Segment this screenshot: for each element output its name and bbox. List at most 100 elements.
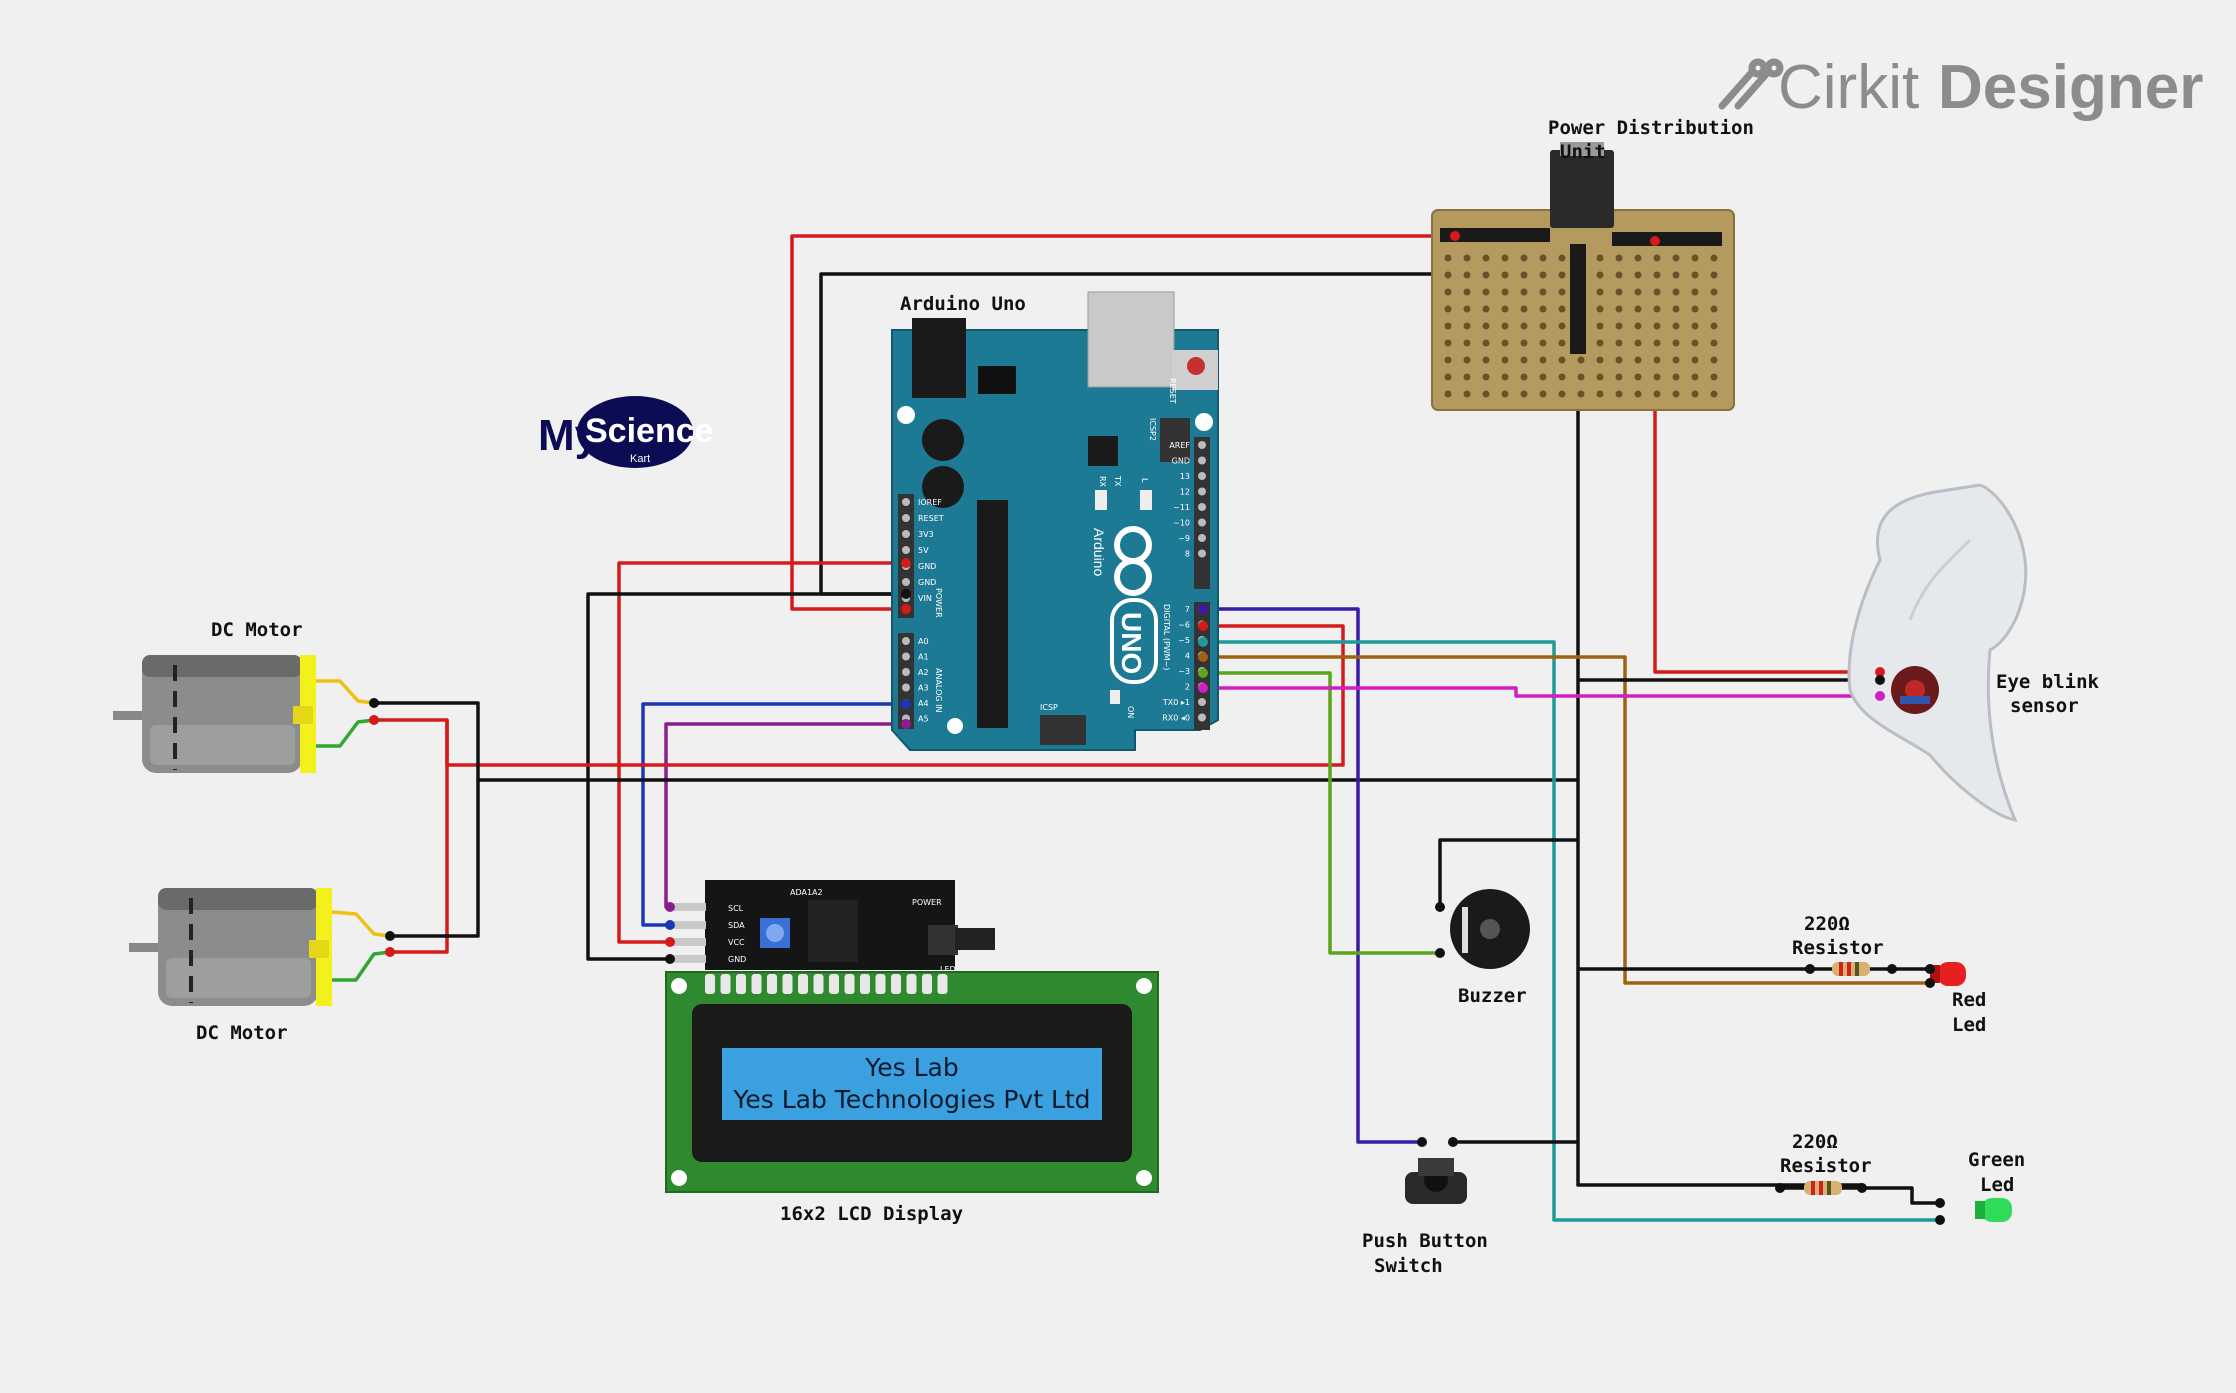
i2c-pins	[674, 903, 706, 963]
logo-text-science: Science	[585, 412, 714, 450]
digital-top-labels-3: 12	[1180, 488, 1190, 497]
analog-pin-labels-0: A0	[918, 637, 929, 646]
on-text: ON	[1126, 706, 1135, 718]
wire-motor-red-link	[390, 720, 449, 954]
eye-blink-sensor[interactable]	[1847, 483, 2028, 823]
dc-motor-top[interactable]	[113, 655, 375, 773]
power-pin-labels-0: IOREF	[918, 498, 942, 507]
junction-30	[1925, 964, 1935, 974]
wire-pin3-buzzer	[1200, 671, 1440, 955]
junction-24	[1435, 902, 1445, 912]
wire-motor-gnd-link	[390, 780, 480, 938]
power-pin-labels-3: 5V	[918, 546, 929, 555]
junction-13	[1198, 604, 1208, 614]
wire-pin4-red-led	[1200, 655, 1930, 985]
label-resistor-green: Resistor	[1780, 1155, 1872, 1177]
label-buzzer: Buzzer	[1458, 985, 1527, 1007]
wire-5v-to-lcd	[617, 561, 906, 944]
header-strip-vertical	[1570, 244, 1586, 354]
junction-15	[1198, 637, 1208, 647]
junction-5	[901, 589, 911, 599]
dc-motor-bottom[interactable]	[129, 888, 391, 1006]
resistor-green-led[interactable]	[1804, 1181, 1842, 1195]
digital-top-labels-2: 13	[1180, 472, 1190, 481]
label-power-distribution: Power Distribution	[1548, 117, 1754, 139]
junction-4	[901, 558, 911, 568]
i2c-led-text: LED	[940, 965, 956, 974]
push-button-switch[interactable]	[1405, 1158, 1467, 1204]
digital-bottom-labels-3: 4	[1185, 652, 1190, 661]
junction-27	[1448, 1137, 1458, 1147]
lcd-display[interactable]: Yes Lab Yes Lab Technologies Pvt Ltd	[665, 971, 1159, 1193]
buzzer[interactable]	[1450, 889, 1530, 969]
digital-top-labels-0: AREF	[1169, 441, 1190, 450]
green-led[interactable]	[1975, 1198, 2012, 1222]
i2c-pin-scl: SCL	[728, 904, 744, 913]
dc-jack	[912, 318, 966, 398]
junction-29	[1887, 964, 1897, 974]
junction-0	[369, 698, 379, 708]
digital-bottom-labels-1: ~6	[1178, 621, 1190, 630]
junction-25	[1435, 948, 1445, 958]
label-green-led-2: Led	[1980, 1174, 2014, 1196]
junction-8	[901, 719, 911, 729]
label-resistor-red: Resistor	[1792, 937, 1884, 959]
wire-pin6-motor	[374, 624, 1345, 767]
label-resistor-red-value: 220Ω	[1804, 913, 1850, 935]
wire-junctions	[369, 231, 1945, 1225]
junction-35	[1935, 1215, 1945, 1225]
voltage-regulator	[1550, 150, 1614, 228]
logo-word-cirkit: Cirkit	[1778, 53, 1919, 122]
label-dc-motor-bottom: DC Motor	[196, 1022, 288, 1044]
junction-9	[665, 902, 675, 912]
wire-gnd-buzzer	[1438, 838, 1578, 907]
reset-text: RESET	[1168, 378, 1177, 404]
resistor-red-led[interactable]	[1832, 962, 1870, 976]
tx-text: TX	[1113, 475, 1122, 487]
junction-32	[1775, 1183, 1785, 1193]
junction-34	[1935, 1198, 1945, 1208]
label-eye-blink: Eye blink	[1996, 671, 2100, 693]
digital-bottom-labels-5: 2	[1185, 683, 1190, 692]
junction-26	[1417, 1137, 1427, 1147]
junction-16	[1198, 652, 1208, 662]
reset-button[interactable]	[1187, 357, 1205, 375]
lcd-line-1: Yes Lab	[864, 1053, 958, 1082]
junction-11	[665, 937, 675, 947]
junction-7	[901, 699, 911, 709]
icsp-text: ICSP	[1040, 703, 1058, 712]
wire-sda	[641, 702, 906, 927]
junction-14	[1198, 621, 1208, 631]
junction-1	[369, 715, 379, 725]
cirkit-designer-logo: Cirkit Designer	[1718, 53, 2203, 122]
junction-20	[1650, 236, 1660, 246]
digital-header-bottom	[1194, 602, 1210, 730]
logo-text-my: My	[538, 411, 600, 460]
myscience-logo: My Science Kart	[538, 396, 714, 468]
digital-top-labels-1: GND	[1172, 457, 1190, 466]
digital-header-top	[1194, 437, 1210, 589]
power-header	[898, 494, 914, 618]
wire-ground-bus	[1576, 410, 1862, 1187]
digital-top-labels-6: ~9	[1178, 534, 1190, 543]
icsp-header	[1040, 715, 1086, 745]
power-distribution-unit[interactable]	[1431, 142, 1735, 411]
header-strip-left	[1440, 228, 1550, 242]
lcd-screen	[722, 1048, 1102, 1120]
safety-glasses	[1847, 483, 2028, 823]
red-led[interactable]	[1930, 962, 1966, 986]
label-red-led-2: Led	[1952, 1014, 1986, 1036]
junction-22	[1875, 675, 1885, 685]
wire-vin-to-power	[790, 234, 1455, 611]
arduino-uno[interactable]: RESET ICSP2 ICSP TX RX L ON Arduino UNO	[891, 291, 1219, 751]
label-lcd: 16x2 LCD Display	[780, 1203, 963, 1225]
junction-28	[1805, 964, 1815, 974]
i2c-pin-sda: SDA	[728, 921, 745, 930]
digital-section-text: DIGITAL (PWM~)	[1162, 604, 1171, 670]
uno-text: UNO	[1116, 612, 1147, 674]
